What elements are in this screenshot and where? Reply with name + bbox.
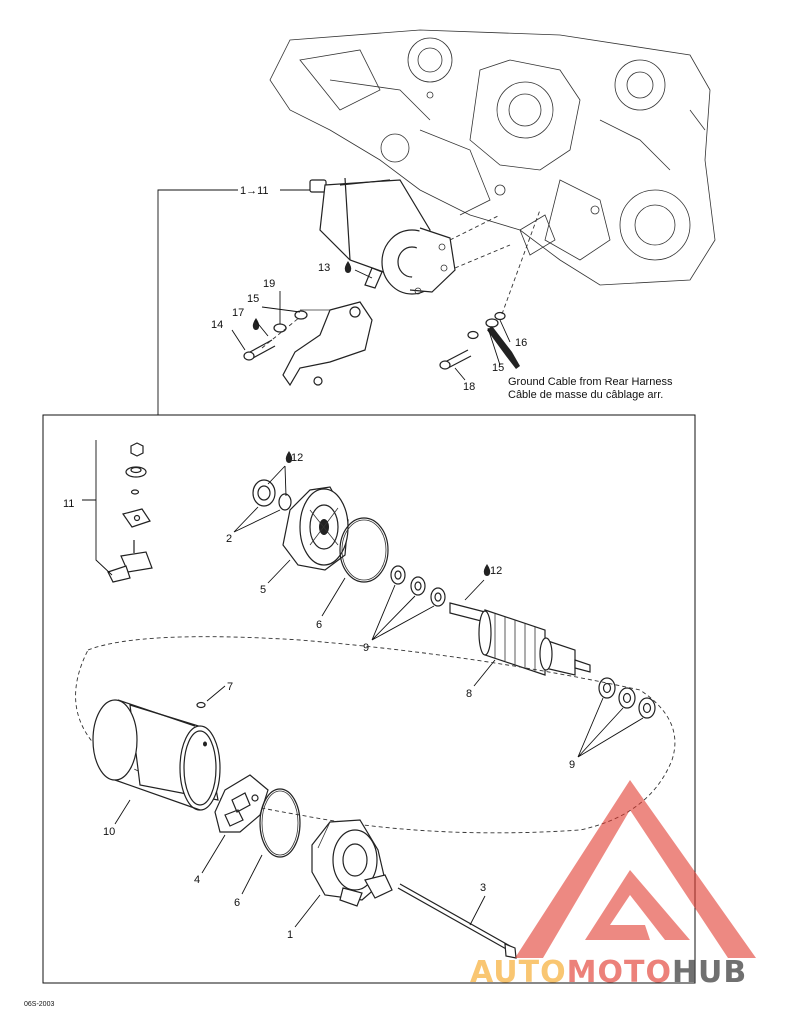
figure-code: 06S-2003 bbox=[24, 1001, 54, 1008]
oil-drop-icon bbox=[344, 261, 352, 273]
ground-cable-fasteners bbox=[439, 209, 556, 370]
callout-16: 16 bbox=[515, 337, 527, 349]
watermark-triangle-outer bbox=[515, 780, 756, 958]
note-ground-cable-en: Ground Cable from Rear Harness bbox=[508, 376, 673, 388]
part-9-washers-lower bbox=[598, 677, 656, 719]
engine-block bbox=[269, 29, 716, 286]
callout-13: 13 bbox=[318, 262, 330, 274]
callout-10: 10 bbox=[103, 826, 115, 838]
callout-9-upper: 9 bbox=[363, 642, 369, 654]
part-3-through-bolt bbox=[397, 883, 517, 959]
watermark-moto: MOTO bbox=[567, 955, 672, 990]
part-1-end-frame bbox=[311, 819, 393, 907]
callout-7: 7 bbox=[227, 681, 233, 693]
starter-bracket bbox=[282, 301, 373, 387]
part-11-terminal-kit bbox=[107, 442, 153, 583]
oil-drop-icon bbox=[483, 564, 491, 576]
part-9-washers-upper bbox=[390, 565, 446, 607]
watermark-logo: AUTOMOTOHUB bbox=[470, 780, 756, 990]
oil-drop-icon bbox=[252, 318, 260, 330]
part-7-o-ring bbox=[196, 701, 206, 709]
callout-6-upper: 6 bbox=[316, 619, 322, 631]
callout-12-lower: 12 bbox=[490, 565, 502, 577]
part-5-drive-housing bbox=[282, 486, 349, 571]
part-4-brush-holder bbox=[214, 774, 269, 833]
callout-11: 11 bbox=[63, 498, 74, 510]
leader-bracket-11 bbox=[82, 440, 113, 576]
callout-1: 1 bbox=[287, 929, 293, 941]
callout-19: 19 bbox=[263, 278, 275, 290]
callout-3: 3 bbox=[480, 882, 486, 894]
callout-2: 2 bbox=[226, 533, 232, 545]
callout-12-upper: 12 bbox=[291, 452, 303, 464]
callout-4: 4 bbox=[194, 874, 200, 886]
part-10-yoke bbox=[92, 699, 221, 811]
callout-9-lower: 9 bbox=[569, 759, 575, 771]
callout-17: 17 bbox=[232, 307, 244, 319]
callout-8: 8 bbox=[466, 688, 472, 700]
callout-5: 5 bbox=[260, 584, 266, 596]
fasteners-upper-left bbox=[243, 310, 308, 361]
watermark-auto: AUTO bbox=[470, 955, 567, 990]
part-6-o-ring-upper bbox=[339, 517, 389, 583]
callout-14: 14 bbox=[211, 319, 223, 331]
part-6-o-ring-lower bbox=[259, 788, 301, 858]
note-ground-cable-fr: Câble de masse du câblage arr. bbox=[508, 389, 663, 401]
watermark-hub: HUB bbox=[672, 955, 747, 990]
callout-18: 18 bbox=[463, 381, 475, 393]
exploded-view-frame bbox=[42, 414, 696, 984]
part-2-seal bbox=[252, 479, 292, 511]
callout-6-lower: 6 bbox=[234, 897, 240, 909]
watermark-triangle-inner bbox=[585, 870, 690, 940]
oil-drop-icon bbox=[285, 451, 293, 463]
part-8-armature bbox=[449, 602, 591, 676]
callout-1-to-11: 1→11 bbox=[240, 185, 269, 197]
leader-line-1-to-11 bbox=[157, 189, 310, 415]
starter-assembly bbox=[309, 177, 511, 295]
callout-15-upper-right: 15 bbox=[492, 362, 504, 374]
watermark-text: AUTOMOTOHUB bbox=[470, 955, 747, 990]
callout-15-upper-left: 15 bbox=[247, 293, 259, 305]
